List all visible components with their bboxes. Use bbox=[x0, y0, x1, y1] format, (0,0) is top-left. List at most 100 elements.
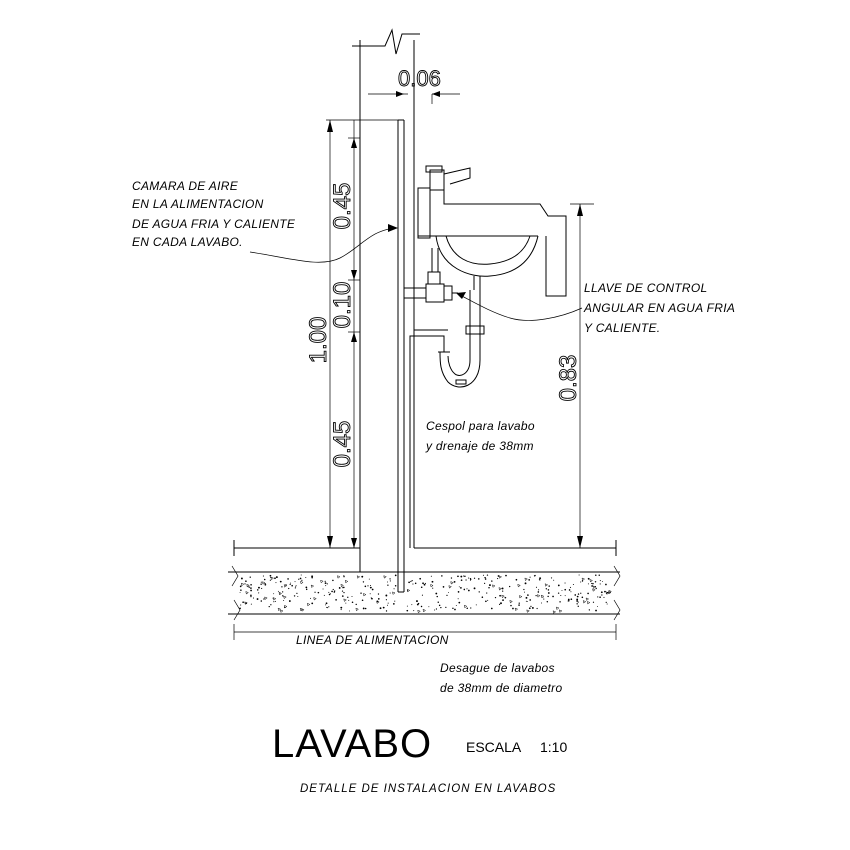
concrete-speckle bbox=[299, 577, 302, 580]
concrete-speckle bbox=[244, 583, 246, 585]
concrete-speckle bbox=[414, 582, 417, 585]
concrete-speckle bbox=[249, 576, 251, 578]
concrete-speckle bbox=[351, 596, 353, 598]
concrete-speckle bbox=[347, 596, 349, 598]
concrete-speckle bbox=[368, 578, 370, 580]
concrete-speckle bbox=[531, 606, 534, 609]
concrete-speckle bbox=[420, 586, 423, 589]
drawing-subtitle: DETALLE DE INSTALACION EN LAVABOS bbox=[300, 783, 556, 795]
concrete-speckle bbox=[605, 601, 607, 603]
concrete-speckle bbox=[333, 591, 336, 593]
concrete-speckle bbox=[428, 606, 430, 608]
concrete-speckle bbox=[455, 605, 457, 607]
concrete-speckle bbox=[305, 586, 308, 589]
concrete-speckle bbox=[369, 593, 371, 595]
concrete-speckle bbox=[239, 607, 241, 610]
dimension-chain-left: 0.45 0.10 0.45 1.00 bbox=[305, 119, 398, 548]
concrete-speckle bbox=[343, 598, 347, 602]
concrete-speckle bbox=[594, 581, 597, 583]
concrete-speckle bbox=[445, 606, 447, 609]
concrete-speckle bbox=[325, 602, 328, 605]
concrete-speckle bbox=[525, 600, 527, 602]
scale-label: ESCALA bbox=[466, 739, 522, 755]
concrete-speckle bbox=[558, 609, 563, 613]
concrete-speckle bbox=[341, 590, 344, 592]
concrete-speckle bbox=[245, 591, 249, 595]
concrete-speckle bbox=[424, 582, 426, 584]
concrete-speckle bbox=[530, 605, 532, 607]
concrete-speckle bbox=[264, 596, 268, 600]
title-block: LAVABO ESCALA 1:10 DETALLE DE INSTALACIO… bbox=[272, 722, 567, 795]
concrete-speckle bbox=[447, 592, 449, 594]
concrete-speckle bbox=[441, 575, 443, 577]
concrete-speckle bbox=[572, 583, 574, 586]
concrete-speckle bbox=[287, 578, 289, 580]
concrete-speckle bbox=[326, 583, 328, 585]
concrete-speckle bbox=[343, 575, 345, 578]
concrete-speckle bbox=[278, 592, 283, 596]
concrete-speckle bbox=[270, 604, 272, 606]
concrete-speckle bbox=[515, 578, 518, 581]
concrete-speckle bbox=[360, 592, 362, 594]
concrete-speckle bbox=[605, 583, 607, 586]
dim-total-height: 1.00 bbox=[305, 317, 332, 364]
concrete-speckle bbox=[299, 607, 304, 612]
concrete-speckle bbox=[537, 591, 540, 593]
concrete-speckle bbox=[498, 587, 502, 591]
concrete-speckle bbox=[524, 577, 528, 581]
concrete-speckle bbox=[284, 605, 288, 609]
trap bbox=[438, 290, 485, 388]
concrete-speckle bbox=[599, 583, 601, 585]
concrete-speckle bbox=[457, 598, 459, 600]
concrete-speckle bbox=[328, 591, 330, 593]
concrete-speckle bbox=[369, 586, 372, 589]
concrete-speckle bbox=[603, 596, 605, 598]
concrete-speckle bbox=[392, 591, 396, 595]
concrete-speckle bbox=[298, 578, 300, 580]
concrete-speckle bbox=[499, 594, 501, 597]
note-drain-line-2: de 38mm de diametro bbox=[440, 681, 562, 695]
concrete-speckle bbox=[383, 575, 387, 579]
concrete-speckle bbox=[245, 580, 247, 582]
concrete-speckle bbox=[323, 594, 325, 596]
concrete-speckle bbox=[297, 596, 299, 598]
concrete-speckle bbox=[328, 593, 331, 596]
concrete-speckle bbox=[524, 582, 527, 585]
concrete-speckle bbox=[567, 598, 570, 601]
concrete-speckle bbox=[487, 599, 489, 601]
concrete-speckle bbox=[283, 600, 285, 602]
concrete-speckle bbox=[525, 596, 528, 599]
concrete-speckle bbox=[527, 594, 529, 596]
concrete-speckle bbox=[491, 580, 493, 582]
note-trap: Cespol para lavabo y drenaje de 38mm bbox=[425, 419, 535, 453]
concrete-speckle bbox=[453, 580, 456, 583]
concrete-speckle bbox=[473, 577, 476, 579]
concrete-speckle bbox=[564, 582, 566, 584]
concrete-speckle bbox=[332, 588, 334, 591]
lavatory bbox=[417, 165, 567, 297]
concrete-speckle bbox=[457, 591, 460, 593]
concrete-speckle bbox=[560, 594, 562, 597]
concrete-speckle bbox=[604, 590, 606, 593]
concrete-speckle bbox=[564, 588, 567, 591]
concrete-speckle bbox=[464, 575, 466, 577]
dim-basin-height: 0.83 bbox=[555, 355, 582, 402]
concrete-speckle bbox=[406, 605, 408, 607]
concrete-speckle bbox=[592, 601, 595, 603]
concrete-speckle bbox=[450, 577, 453, 579]
concrete-speckle bbox=[313, 597, 317, 601]
concrete-speckle bbox=[467, 589, 470, 592]
concrete-speckle bbox=[431, 580, 434, 583]
concrete-speckle bbox=[279, 580, 282, 583]
concrete-speckle bbox=[432, 587, 434, 589]
concrete-speckle bbox=[501, 594, 505, 599]
concrete-speckle bbox=[326, 607, 329, 609]
concrete-speckle bbox=[592, 588, 596, 592]
concrete-speckle bbox=[355, 607, 359, 612]
concrete-speckle bbox=[592, 585, 597, 589]
concrete-speckle bbox=[580, 581, 582, 583]
concrete-speckle bbox=[272, 597, 274, 599]
concrete-speckle bbox=[295, 586, 297, 588]
concrete-speckle bbox=[468, 577, 470, 579]
concrete-speckle bbox=[504, 596, 507, 599]
